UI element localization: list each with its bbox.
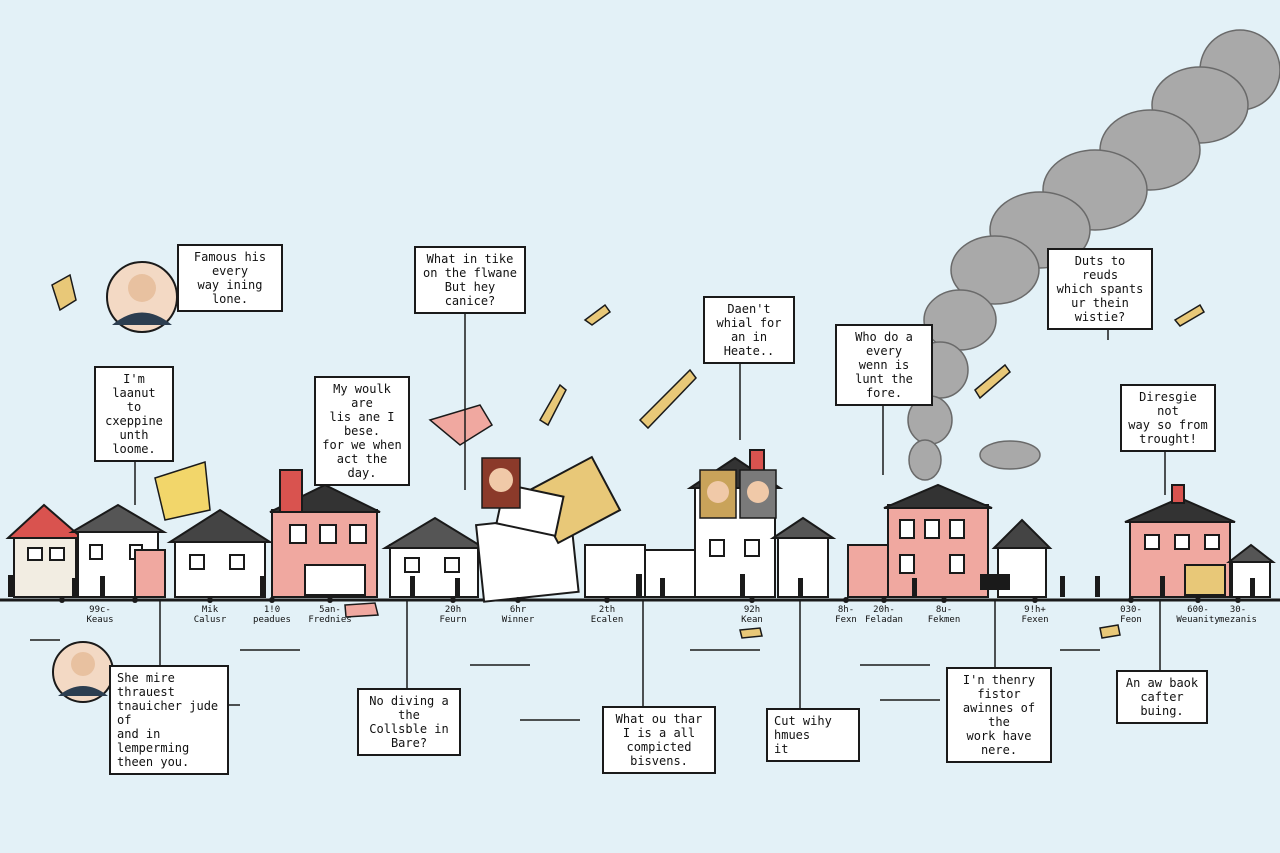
house-5	[269, 469, 381, 598]
timeline-label: 8h- Fexn	[835, 605, 857, 625]
portrait-woman-2	[699, 469, 737, 519]
callout-wenn: Who do a every wenn is lunt the fore.	[835, 324, 933, 406]
flying-debris	[51, 273, 1206, 639]
burning-house	[883, 483, 993, 598]
house-14	[1124, 484, 1236, 598]
callout-daent: Daen't whial for an in Heate..	[703, 296, 795, 364]
portrait-woman-1	[481, 457, 521, 509]
timeline-label: 9!h+ Fexen	[1021, 605, 1049, 625]
callout-mire: She mire thrauest tnauicher jude of and …	[109, 665, 229, 775]
callout-diresgie: Diresgie not way so from trought!	[1120, 384, 1216, 452]
timeline-label: 30- mezanis	[1219, 605, 1257, 625]
callout-hmues: Cut wihy hmues it	[766, 708, 860, 762]
house-6	[381, 516, 488, 598]
callout-baok: An aw baok cafter buing.	[1116, 670, 1208, 724]
timeline-label: Mik Calusr	[193, 605, 227, 625]
house-3	[134, 549, 166, 598]
callout-wouk: My woulk are lis ane I bese. for we when…	[314, 376, 410, 486]
timeline-label: 20h- Feladan	[865, 605, 903, 625]
timeline-label: 600- Weuanity	[1176, 605, 1220, 625]
timeline-label: 92h Kean	[741, 605, 763, 625]
callout-thenry: I'n thenry fistor awinnes of the work ha…	[946, 667, 1052, 763]
callout-duts: Duts to reuds which spants ur thein wist…	[1047, 248, 1153, 330]
portrait-woman-3	[739, 469, 777, 519]
callout-laanut: I'm laanut to cxeppine unth loome.	[94, 366, 174, 462]
callout-tike: What in tike on the flwane But hey canic…	[414, 246, 526, 314]
timeline-ticks	[59, 597, 1241, 603]
timeline-label: 1!0 peadues	[253, 605, 291, 625]
callout-thar: What ou thar I is a all compicted bisven…	[602, 706, 716, 774]
house-13	[991, 518, 1053, 598]
timeline-label: 8u- Fekmen	[927, 605, 961, 625]
house-1	[5, 503, 85, 598]
crowd-silhouettes	[8, 574, 1255, 597]
house-11	[847, 544, 889, 598]
portrait-man-top	[106, 261, 178, 333]
timeline-label: 99c- Keaus	[86, 605, 114, 625]
house-4	[166, 508, 274, 598]
callout-diving: No diving a the Collsble in Bare?	[357, 688, 461, 756]
timeline-label: 20h Feurn	[439, 605, 467, 625]
timeline-label: 030- Feon	[1120, 605, 1142, 625]
callout-famous: Famous his every way ining lone.	[177, 244, 283, 312]
house-8	[584, 544, 696, 598]
timeline-label: 2th Ecalen	[590, 605, 624, 625]
collapsing-house	[474, 455, 622, 603]
timeline-label: 6hr Winner	[501, 605, 535, 625]
house-2	[68, 503, 168, 598]
timeline-label: 5an- Frednies	[308, 605, 352, 625]
portrait-man-bottom	[52, 641, 114, 703]
